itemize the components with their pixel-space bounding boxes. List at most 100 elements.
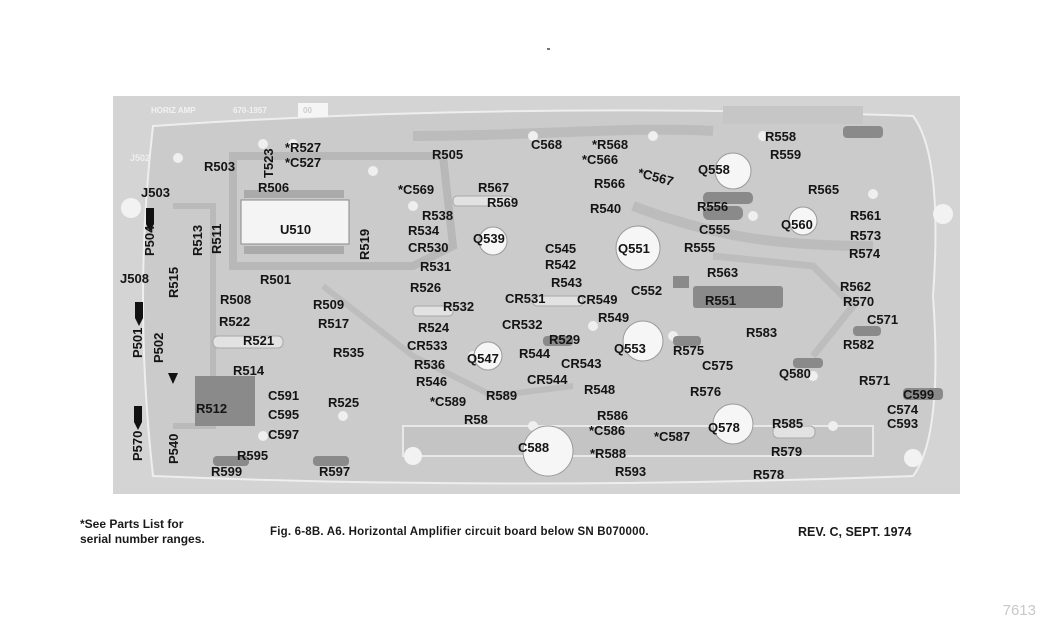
label-R571: R571 <box>859 373 891 388</box>
label-C552: C552 <box>631 283 663 298</box>
label-R546: R546 <box>416 374 448 389</box>
label-R509: R509 <box>313 297 345 312</box>
label-C591: C591 <box>268 388 300 403</box>
label-R544: R544 <box>519 346 551 361</box>
label-R570: R570 <box>843 294 875 309</box>
label-R513: R513 <box>190 224 205 256</box>
label-R522: R522 <box>219 314 251 329</box>
label-C588: C588 <box>518 440 550 455</box>
label-R599: R599 <box>211 464 243 479</box>
board-artwork <box>113 96 960 494</box>
label-R527: *R527 <box>285 140 322 155</box>
label-R505: R505 <box>432 147 464 162</box>
label-R549: R549 <box>598 310 630 325</box>
label-CR543: CR543 <box>561 356 602 371</box>
label-R512: R512 <box>196 401 228 416</box>
label-J502: J502 <box>130 153 151 163</box>
label-R514: R514 <box>233 363 265 378</box>
label-C568: C568 <box>531 137 563 152</box>
label-R586: R586 <box>597 408 629 423</box>
label-R58x: R58 <box>464 412 488 427</box>
label-R579: R579 <box>771 444 803 459</box>
figure-caption: Fig. 6-8B. A6. Horizontal Amplifier circ… <box>270 526 649 538</box>
label-R524: R524 <box>418 320 450 335</box>
label-CR531: CR531 <box>505 291 546 306</box>
circuit-board-photo: HORIZ AMP 670-1957 00 J502 <box>113 96 960 494</box>
label-R595: R595 <box>237 448 269 463</box>
footnote: *See Parts List for serial number ranges… <box>80 517 205 547</box>
label-C555: C555 <box>699 222 731 237</box>
label-R574: R574 <box>849 246 881 261</box>
label-Q539: Q539 <box>473 231 505 246</box>
label-R558: R558 <box>765 129 797 144</box>
label-R567: R567 <box>478 180 510 195</box>
label-R583: R583 <box>746 325 778 340</box>
label-R529: R529 <box>549 332 581 347</box>
page-number: 7613 <box>1002 602 1036 619</box>
label-R563: R563 <box>707 265 739 280</box>
board-header-part: 670-1957 <box>233 106 267 115</box>
label-C599: C599 <box>903 387 935 402</box>
label-C587: *C587 <box>654 429 691 444</box>
label-C574: C574 <box>887 402 919 417</box>
label-Q558: Q558 <box>698 162 730 177</box>
label-R593: R593 <box>615 464 647 479</box>
label-R511: R511 <box>209 223 224 254</box>
label-Q551: Q551 <box>618 241 650 256</box>
label-C569: *C569 <box>398 182 435 197</box>
label-U510: U510 <box>280 222 312 237</box>
label-R503: R503 <box>204 159 236 174</box>
label-Q578: Q578 <box>708 420 740 435</box>
label-C589: *C589 <box>430 394 467 409</box>
label-R556: R556 <box>697 199 729 214</box>
label-R535: R535 <box>333 345 365 360</box>
label-R573: R573 <box>850 228 882 243</box>
label-R562: R562 <box>840 279 872 294</box>
label-R582: R582 <box>843 337 875 352</box>
label-R569: R569 <box>487 195 519 210</box>
revision-note: REV. C, SEPT. 1974 <box>798 525 912 539</box>
label-R566: R566 <box>594 176 626 191</box>
label-R597: R597 <box>319 464 351 479</box>
label-CR532: CR532 <box>502 317 543 332</box>
scan-speck <box>547 48 550 50</box>
label-Q560: Q560 <box>781 217 813 232</box>
label-R589: R589 <box>486 388 518 403</box>
label-T523: T523 <box>261 148 276 178</box>
label-R525: R525 <box>328 395 360 410</box>
label-R568: *R568 <box>592 137 629 152</box>
label-P540: P540 <box>166 433 181 464</box>
label-J503: J503 <box>141 185 170 200</box>
label-C593: C593 <box>887 416 919 431</box>
label-R534: R534 <box>408 223 440 238</box>
label-R555: R555 <box>684 240 716 255</box>
label-R519: R519 <box>357 228 372 260</box>
label-Q553: Q553 <box>614 341 646 356</box>
label-R561: R561 <box>850 208 882 223</box>
label-C597: C597 <box>268 427 300 442</box>
board-header-rev: 00 <box>303 106 312 115</box>
label-CR530: CR530 <box>408 240 449 255</box>
label-R532: R532 <box>443 299 475 314</box>
label-R551: R551 <box>705 293 737 308</box>
label-R540: R540 <box>590 201 622 216</box>
label-Q580: Q580 <box>779 366 811 381</box>
label-R517: R517 <box>318 316 350 331</box>
label-R585: R585 <box>772 416 804 431</box>
label-R576: R576 <box>690 384 722 399</box>
label-R575: R575 <box>673 343 705 358</box>
footnote-line-1: *See Parts List for <box>80 517 184 531</box>
label-CR544: CR544 <box>527 372 568 387</box>
label-R542: R542 <box>545 257 577 272</box>
label-P570: P570 <box>130 430 145 461</box>
label-P502: P502 <box>151 332 166 363</box>
label-R515: R515 <box>166 266 181 298</box>
label-R543: R543 <box>551 275 583 290</box>
label-P501: P501 <box>130 327 145 358</box>
label-R521: R521 <box>243 333 275 348</box>
label-R588: *R588 <box>590 446 627 461</box>
label-CR549: CR549 <box>577 292 618 307</box>
label-R536: R536 <box>414 357 446 372</box>
label-Q547: Q547 <box>467 351 499 366</box>
label-CR533: CR533 <box>407 338 448 353</box>
